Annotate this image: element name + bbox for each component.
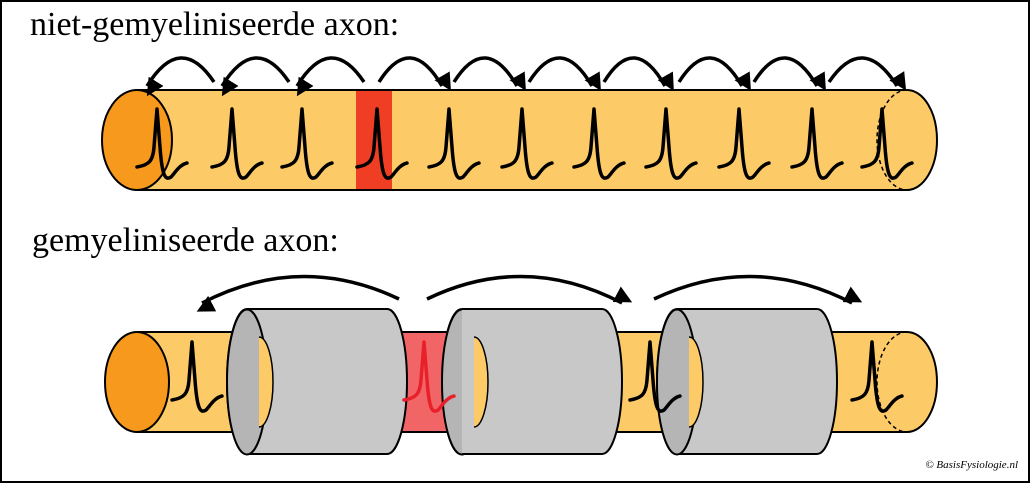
axon-end (906, 89, 938, 191)
axon-end (906, 331, 938, 433)
action-potential-spike (355, 107, 409, 180)
action-potential-spike (572, 107, 626, 180)
saltatory-arrow-left (196, 274, 400, 312)
title-unmyelinated: niet-gemyeliniseerde axon: (30, 6, 400, 43)
axon-body (137, 90, 907, 190)
current-arrow-right (752, 56, 826, 91)
current-arrow-left (145, 56, 216, 97)
action-potential-spike (860, 107, 914, 180)
axon-cross-section (104, 331, 170, 433)
title-myelinated: gemyeliniseerde axon: (32, 222, 339, 259)
current-arrow-right (677, 56, 751, 91)
current-arrow-right (452, 56, 526, 91)
action-potential-spike (717, 107, 771, 180)
action-potential-spike (170, 340, 224, 413)
current-arrow-right (377, 56, 451, 91)
myelin-inner-axon (688, 336, 704, 428)
action-potential-spike (850, 340, 904, 413)
myelin-inner-axon (258, 336, 274, 428)
active-action-potential-spike (402, 340, 456, 413)
copyright: © BasisFysiologie.nl (925, 459, 1018, 471)
action-potential-spike (500, 107, 554, 180)
current-arrow-right (827, 56, 907, 91)
saltatory-arrow-right (426, 274, 633, 305)
action-potential-spike (628, 340, 682, 413)
current-arrow-right (527, 56, 601, 91)
current-arrow-right (602, 56, 674, 92)
action-potential-spike (280, 107, 334, 180)
myelin-inner-axon (473, 336, 489, 428)
action-potential-spike (135, 107, 189, 180)
current-arrow-left (295, 56, 366, 97)
action-potential-spike (427, 107, 481, 180)
axon-cross-section (101, 89, 173, 191)
axon-end-hidden-edge (876, 89, 908, 191)
action-potential-spike (644, 107, 698, 180)
myelin-sheath-end (386, 308, 408, 455)
action-potential-spike (210, 107, 264, 180)
axon-end-hidden-edge (876, 331, 908, 433)
action-potential-spike (790, 107, 844, 180)
current-arrow-left (220, 56, 291, 97)
saltatory-arrow-right (653, 274, 863, 305)
